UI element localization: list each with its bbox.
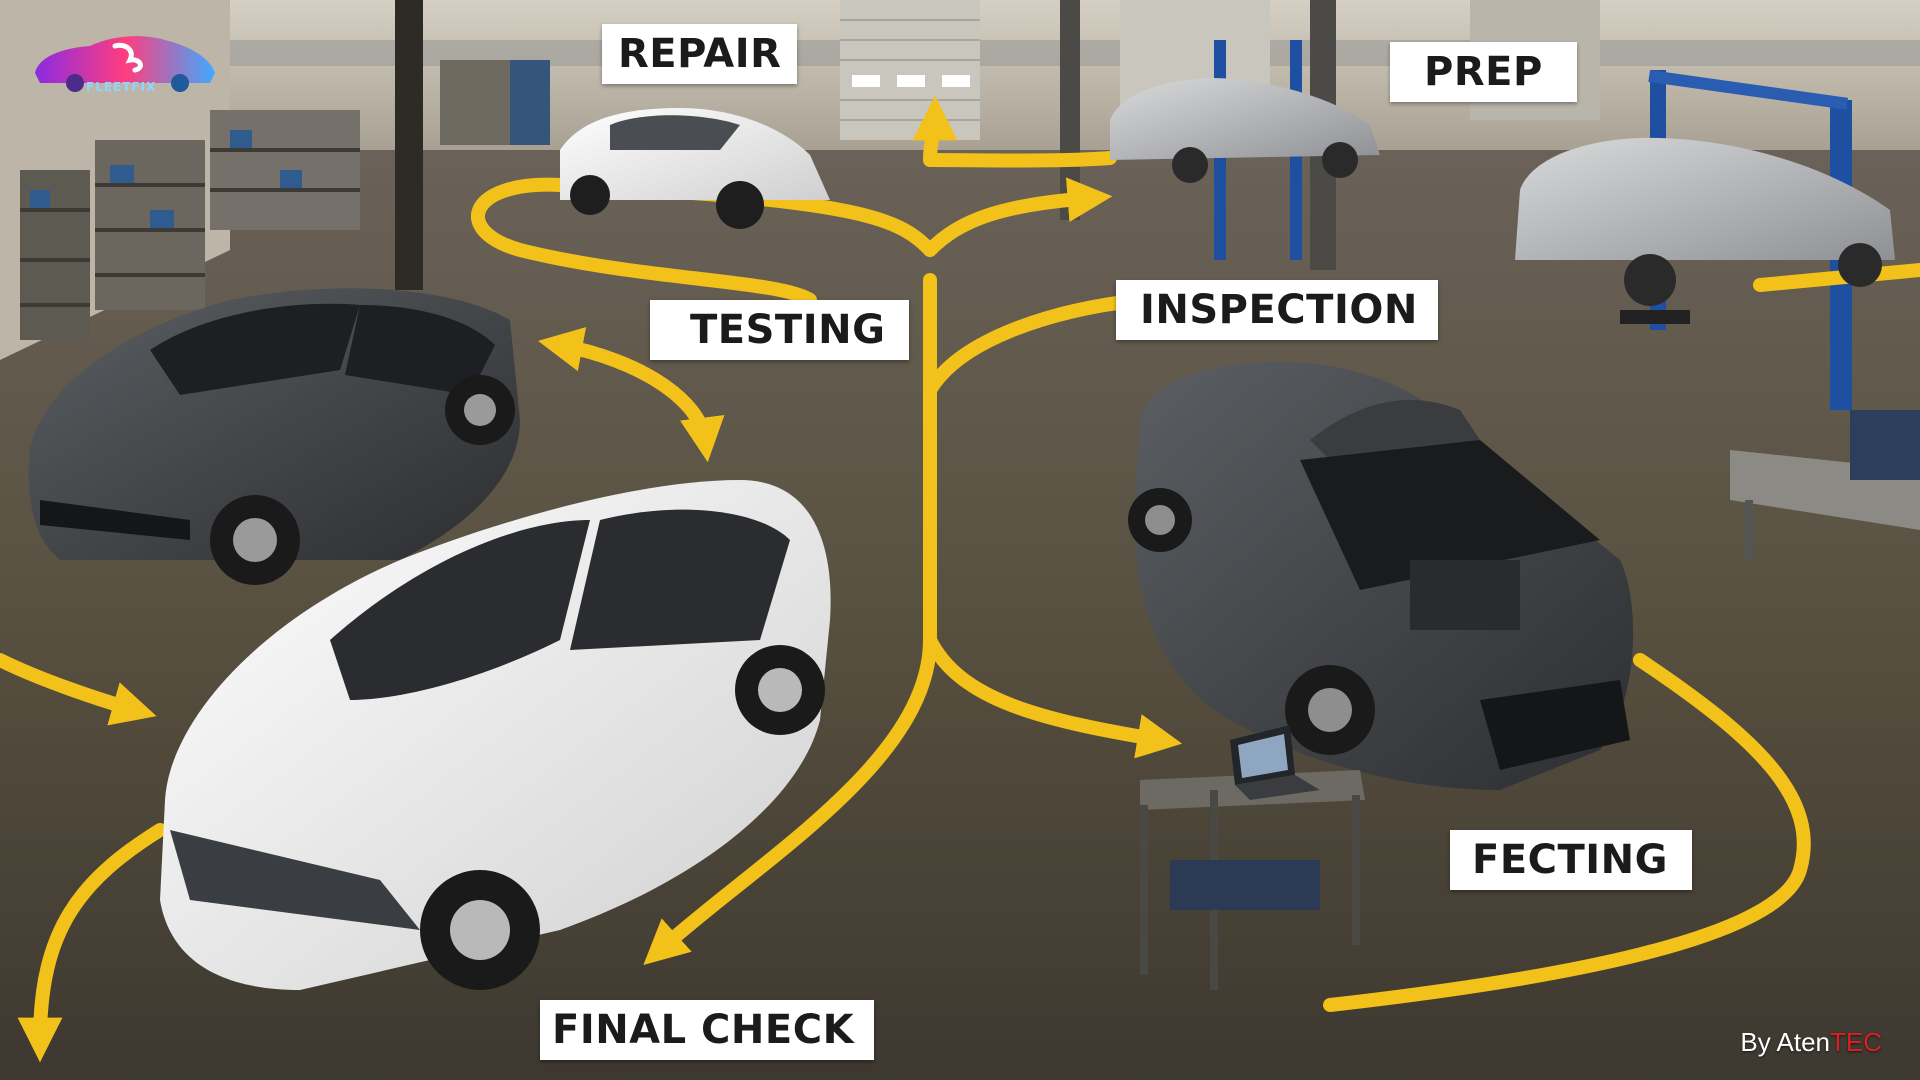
white-sedan-icon: [560, 108, 830, 229]
floor-guide-lines: [0, 95, 1920, 1063]
author-credit: By AtenTEC: [1740, 1027, 1882, 1058]
label-inspection: INSPECTION: [1116, 280, 1438, 340]
white-sedan-icon: [160, 480, 831, 990]
silver-sedan-icon: [1110, 78, 1895, 324]
dark-sedan-icon: [28, 288, 520, 585]
car-logo-icon: [35, 36, 215, 92]
label-prep: PREP: [1390, 42, 1577, 102]
credit-prefix: By Aten: [1740, 1027, 1830, 1057]
shelving-icon: [20, 60, 550, 340]
label-final-check: FINAL CHECK: [540, 1000, 875, 1060]
laptop-cart-icon: [1140, 725, 1365, 990]
credit-accent: TEC: [1830, 1027, 1882, 1057]
label-testing: TESTING: [650, 300, 910, 360]
dark-sedan-icon: [1128, 361, 1634, 790]
label-repair: REPAIR: [602, 24, 798, 84]
label-fecting: FECTING: [1450, 830, 1692, 890]
logo-wordmark: FLEETFIX: [86, 80, 157, 94]
